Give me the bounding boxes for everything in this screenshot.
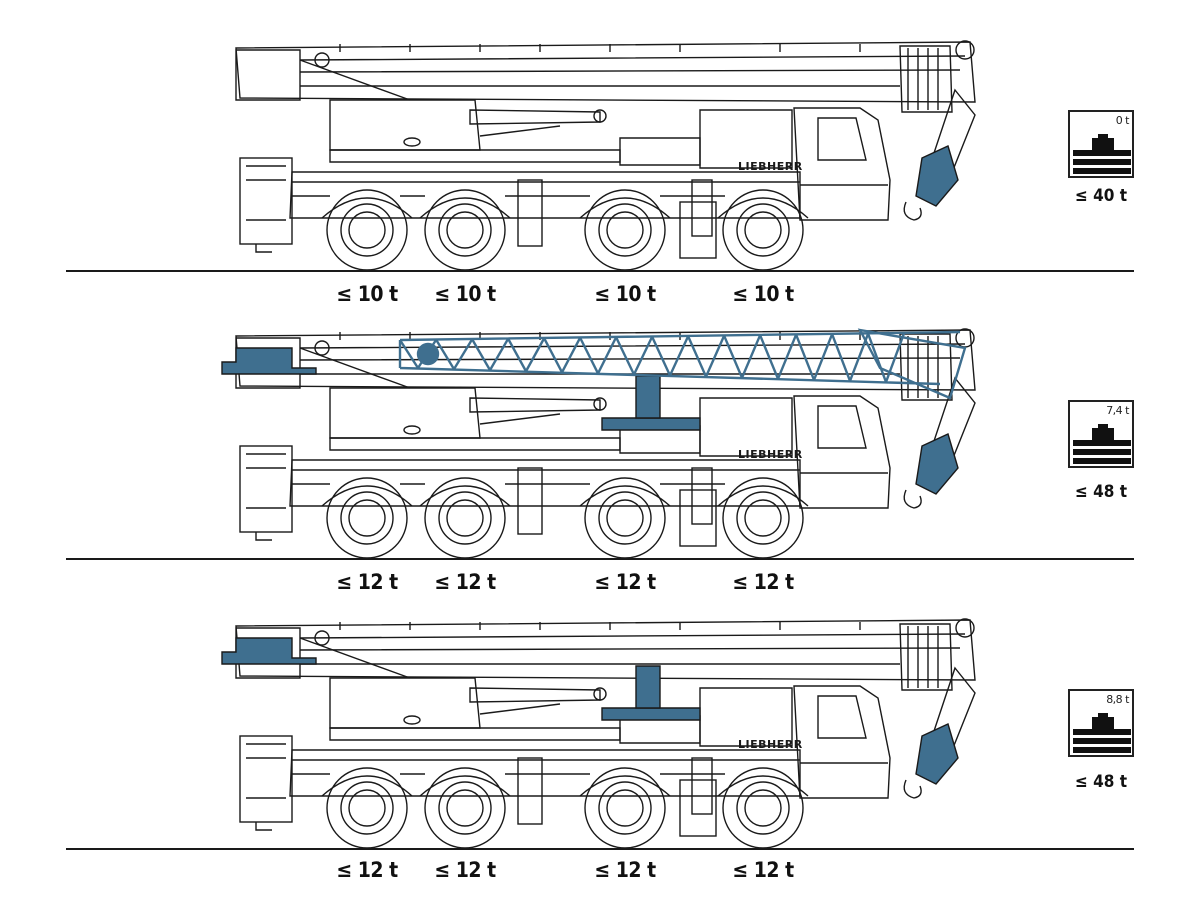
crane-config-1: LIEBHERR ≤ 10 t ≤ 10 t ≤ 10 t ≤ 10 t 0 t…	[0, 20, 1200, 310]
axle-load-2: ≤ 12 t	[434, 570, 496, 594]
luffing-cylinder	[469, 109, 601, 125]
hook-icon	[903, 779, 922, 799]
carrier-frame	[289, 171, 801, 219]
wheel-1	[326, 477, 408, 559]
rear-outrigger-box	[239, 735, 293, 823]
front-outrigger-box	[679, 201, 717, 259]
ballast-box: 8,8 t	[1068, 689, 1134, 757]
ballast-label: 8,8 t	[1106, 693, 1129, 706]
wheel-4	[722, 189, 804, 271]
superstructure	[329, 99, 481, 151]
carrier-frame	[289, 749, 801, 797]
axle-load-2: ≤ 10 t	[434, 282, 496, 306]
ballast-stack	[635, 375, 661, 419]
wheel-2	[424, 767, 506, 849]
brand-logo-text: LIEBHERR	[738, 448, 803, 461]
crane-drawing: LIEBHERR	[66, 328, 1134, 560]
rear-outrigger-box	[239, 445, 293, 533]
crane-drawing: LIEBHERR	[66, 618, 1134, 850]
sheave-block	[899, 45, 953, 113]
boom-head	[235, 49, 301, 101]
ballast-label: 7,4 t	[1106, 404, 1129, 417]
wheel-3	[584, 477, 666, 559]
axle-load-3: ≤ 10 t	[594, 282, 656, 306]
superstructure	[329, 387, 481, 439]
superstructure	[329, 677, 481, 729]
rear-outrigger-box	[239, 157, 293, 245]
luffing-cylinder	[469, 687, 601, 703]
total-weight: ≤ 40 t	[1074, 186, 1128, 206]
brand-logo-text: LIEBHERR	[738, 160, 803, 173]
front-outrigger-box	[679, 489, 717, 547]
outrigger-pad	[221, 637, 317, 665]
ballast-box: 0 t	[1068, 110, 1134, 178]
wheel-3	[584, 767, 666, 849]
counterweight-icon	[1073, 424, 1131, 464]
counterweight-icon	[1073, 134, 1131, 174]
axle-load-1: ≤ 12 t	[336, 570, 398, 594]
hook-icon	[903, 201, 922, 221]
counterweight-icon	[1073, 713, 1131, 753]
hook-block	[915, 145, 959, 207]
wheel-1	[326, 189, 408, 271]
front-outrigger-box	[679, 779, 717, 837]
total-weight: ≤ 48 t	[1074, 772, 1128, 792]
wheel-2	[424, 189, 506, 271]
axle-load-1: ≤ 10 t	[336, 282, 398, 306]
ballast-stack	[635, 665, 661, 709]
axle-load-4: ≤ 12 t	[732, 570, 794, 594]
total-weight: ≤ 48 t	[1074, 482, 1128, 502]
wheel-4	[722, 767, 804, 849]
outrigger-pad	[221, 347, 317, 375]
wheel-3	[584, 189, 666, 271]
crane-config-3: LIEBHERR ≤ 12 t ≤ 12 t ≤ 12 t ≤ 12 t 8,8…	[0, 598, 1200, 888]
cab-window	[817, 117, 867, 161]
brand-logo-text: LIEBHERR	[738, 738, 803, 751]
driver-cab	[793, 107, 891, 221]
crane-config-2: LIEBHERR ≤ 12 t ≤ 12 t ≤ 12 t ≤ 12 t 7,4…	[0, 308, 1200, 598]
axle-load-3: ≤ 12 t	[594, 858, 656, 882]
driver-cab	[793, 395, 891, 509]
lattice-jib	[398, 328, 967, 400]
wheel-2	[424, 477, 506, 559]
cab-window	[817, 405, 867, 449]
axle-load-3: ≤ 12 t	[594, 570, 656, 594]
telescopic-boom	[235, 41, 976, 103]
ballast-plate	[601, 707, 701, 721]
ballast-plate	[601, 417, 701, 431]
axle-load-2: ≤ 12 t	[434, 858, 496, 882]
cab-window	[817, 695, 867, 739]
ballast-box: 7,4 t	[1068, 400, 1134, 468]
hook-icon	[903, 489, 922, 509]
ballast-label: 0 t	[1115, 114, 1130, 127]
hook-block	[915, 433, 959, 495]
counterweight-block	[619, 137, 701, 166]
axle-load-4: ≤ 10 t	[732, 282, 794, 306]
luffing-cylinder	[469, 397, 601, 413]
crane-drawing: LIEBHERR	[66, 40, 1134, 272]
sheave-block	[899, 623, 953, 691]
axle-load-1: ≤ 12 t	[336, 858, 398, 882]
hook-block	[915, 723, 959, 785]
wheel-1	[326, 767, 408, 849]
carrier-frame	[289, 459, 801, 507]
wheel-4	[722, 477, 804, 559]
axle-load-4: ≤ 12 t	[732, 858, 794, 882]
driver-cab	[793, 685, 891, 799]
